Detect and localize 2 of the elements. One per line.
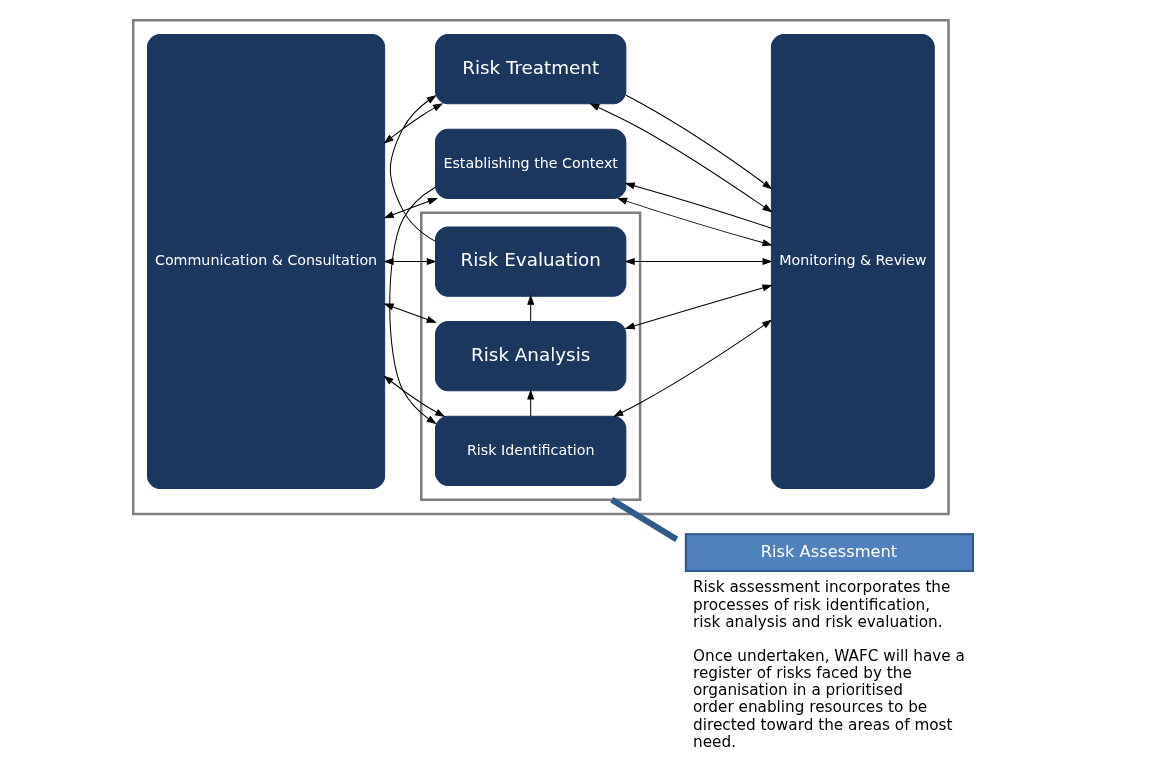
node-label: Risk assessment incorporates the processes of risk identification, risk analysis and risk evaluation.	[692, 578, 950, 631]
node-label: Once undertaken, WAFC will have a register of risks faced by the organisation in a prioritised order enabling resources to be directed toward the areas of most need.	[692, 646, 965, 752]
